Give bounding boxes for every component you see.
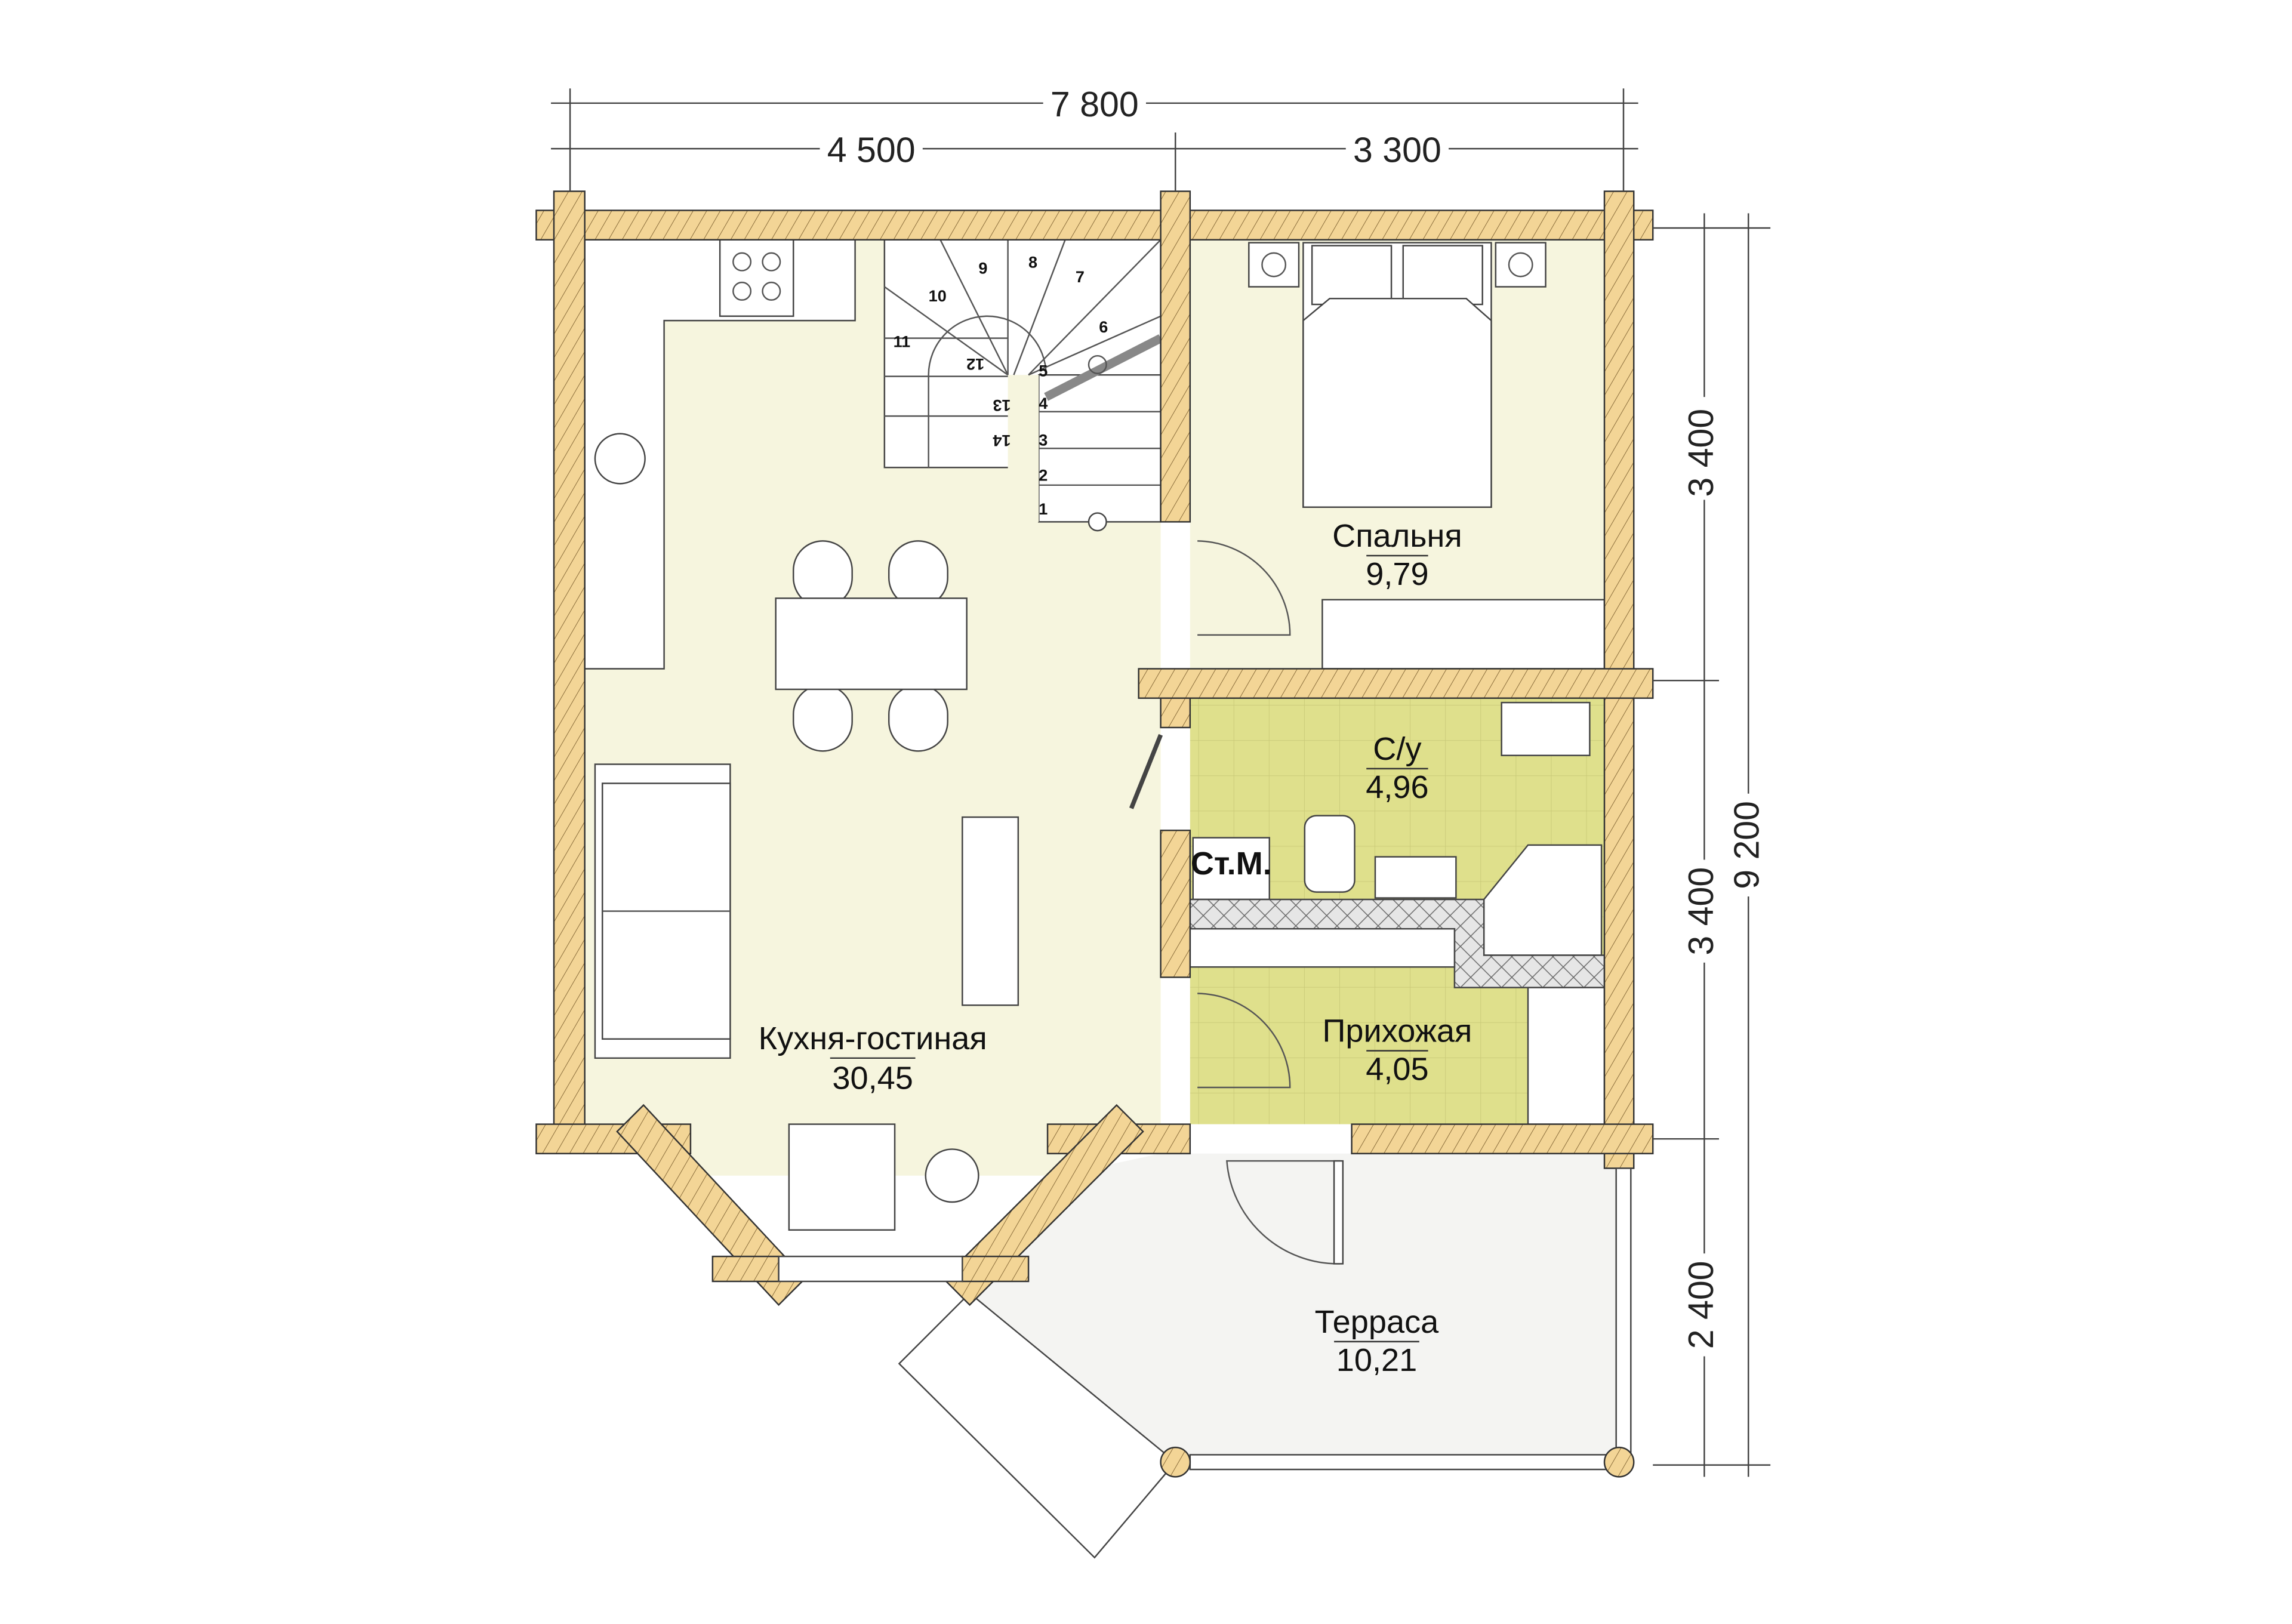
dim-total-depth: 9 200 [1727, 801, 1766, 889]
room-name: Терраса [1315, 1304, 1440, 1340]
washing-machine-label: Ст.М. [1191, 846, 1272, 882]
room-name: Спальня [1332, 518, 1462, 554]
stair-step-4: 4 [1039, 394, 1048, 412]
armchair [788, 1123, 896, 1231]
dining-table [775, 540, 968, 752]
room-label-hall: Прихожая 4,05 [1322, 1013, 1472, 1087]
room-area: 4,96 [1366, 769, 1428, 805]
coffee-table [962, 816, 1019, 1006]
dimension-labels: 7 800 4 500 3 300 3 400 3 400 2 400 9 20… [820, 85, 1769, 1357]
dim-left-width: 4 500 [827, 130, 916, 170]
stair-step-1: 1 [1039, 500, 1048, 518]
room-area: 4,05 [1366, 1052, 1428, 1087]
room-label-bathroom: С/у 4,96 [1366, 731, 1428, 805]
bed [1248, 242, 1547, 508]
stair-step-12: 12 [966, 355, 984, 374]
stair-step-7: 7 [1076, 267, 1085, 286]
room-area: 30,45 [832, 1061, 913, 1096]
terrace-steps [898, 1292, 1176, 1559]
washbasin [1501, 701, 1591, 756]
stair-step-8: 8 [1028, 253, 1037, 272]
toilet [1304, 815, 1356, 893]
stair-step-3: 3 [1039, 430, 1048, 449]
sink-icon [594, 433, 646, 485]
stair-step-5: 5 [1039, 362, 1048, 380]
cabinet [1374, 856, 1457, 899]
room-label-kitchen-living: Кухня-гостиная 30,45 [759, 1021, 987, 1096]
stair-step-2: 2 [1039, 466, 1048, 484]
staircase: 1 2 3 4 5 6 7 8 9 10 11 12 13 14 [883, 239, 1163, 532]
stair-step-6: 6 [1099, 318, 1108, 336]
sofa [594, 763, 731, 1059]
doors [1129, 540, 1344, 1265]
dim-right-width: 3 300 [1353, 130, 1441, 170]
dim-depth-bath: 3 400 [1681, 867, 1721, 956]
side-table [925, 1148, 979, 1203]
stair-step-11: 11 [894, 332, 911, 350]
room-name: Прихожая [1322, 1013, 1472, 1049]
dim-total-width: 7 800 [1050, 85, 1139, 124]
terrace-floor [969, 1153, 1616, 1462]
stair-step-10: 10 [929, 286, 947, 305]
room-name: Кухня-гостиная [759, 1021, 987, 1056]
room-label-terrace: Терраса 10,21 [1315, 1304, 1440, 1378]
room-area: 9,79 [1366, 556, 1428, 592]
room-name: С/у [1373, 731, 1421, 767]
dim-depth-bedroom: 3 400 [1681, 409, 1721, 497]
stair-step-9: 9 [978, 258, 987, 277]
hall-shelf [1527, 987, 1606, 1125]
room-label-bedroom: Спальня 9,79 [1332, 518, 1462, 592]
hall-floor [1190, 962, 1528, 1124]
stair-step-13: 13 [993, 396, 1011, 415]
room-area: 10,21 [1336, 1342, 1417, 1378]
hall-wardrobe [1189, 927, 1456, 968]
stair-step-14: 14 [993, 432, 1011, 450]
wardrobe [1321, 599, 1606, 670]
dim-depth-terrace: 2 400 [1681, 1261, 1721, 1349]
